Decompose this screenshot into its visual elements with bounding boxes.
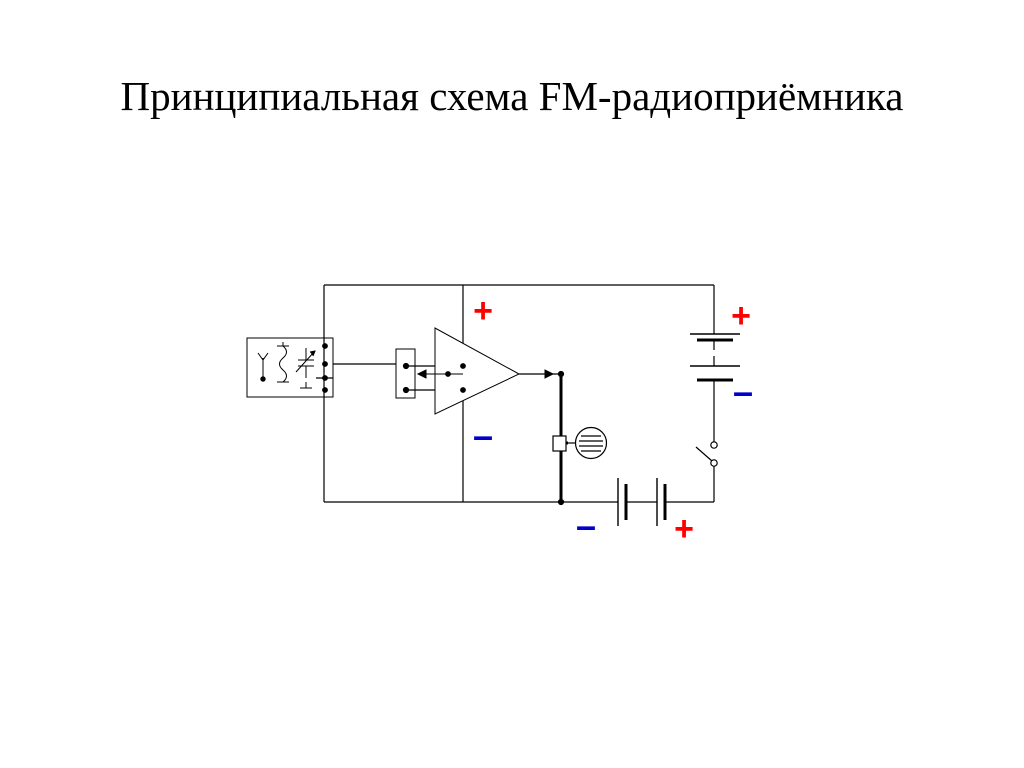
- switch-contact-bottom: [710, 459, 718, 467]
- tuner-box: [246, 337, 334, 398]
- ground-node: [557, 498, 565, 506]
- switch-contact-top: [710, 441, 718, 449]
- inductor-icon: [277, 342, 289, 383]
- amplifier-triangle: [434, 327, 521, 415]
- amplifier: [416, 327, 565, 506]
- variable-capacitor-icon: [295, 348, 316, 378]
- speaker-icon: [574, 426, 608, 460]
- slide-title: Принципиальная схема FM-радиоприёмника: [120, 73, 904, 119]
- power-switch: [695, 441, 718, 467]
- tuner-contact-3: [322, 375, 328, 381]
- tuner-module: [246, 337, 334, 398]
- battery-right: [690, 333, 740, 382]
- output-node: [557, 370, 565, 378]
- amp-plus-sign: +: [473, 292, 493, 330]
- battery-bottom-minus-sign: –: [576, 505, 596, 546]
- connector-pin-2: [402, 386, 410, 394]
- antenna-icon: [257, 352, 269, 382]
- connector-pin-1: [402, 362, 410, 370]
- amp-output-arrow-icon: [544, 369, 555, 379]
- battery-bottom: [617, 478, 667, 526]
- battery-right-minus-sign: –: [733, 371, 753, 412]
- switch-lever: [695, 446, 713, 462]
- tuner-contact-1: [322, 343, 328, 349]
- battery-bottom-plus-sign: +: [674, 510, 694, 548]
- tuner-contact-4: [322, 387, 328, 393]
- amp-node: [445, 371, 451, 377]
- battery-right-plus-sign: +: [731, 297, 751, 335]
- amp-minus-sign: –: [473, 415, 493, 456]
- wiring: [316, 284, 715, 503]
- amp-node-top: [460, 363, 466, 369]
- connector-block: [395, 348, 416, 399]
- amp-node-bottom: [460, 387, 466, 393]
- speaker: [552, 426, 608, 460]
- tuner-contact-2: [322, 361, 328, 367]
- speaker-plug: [552, 435, 567, 452]
- connector-box: [395, 348, 416, 399]
